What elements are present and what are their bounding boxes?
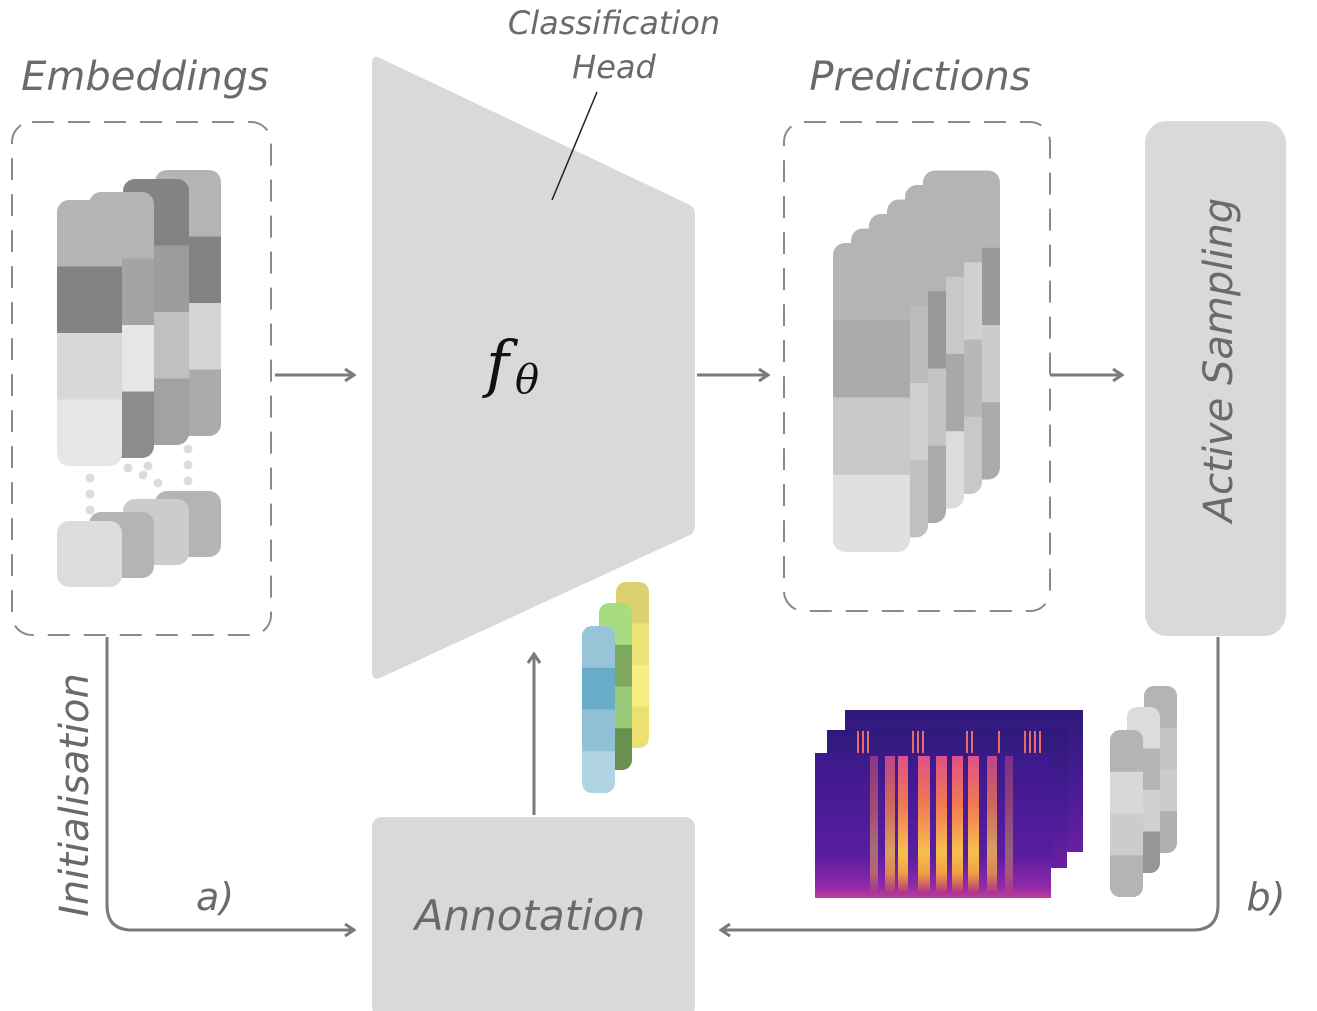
- labelled-embeddings-stack: [582, 582, 649, 793]
- embeddings-stack: [57, 170, 221, 587]
- sampled-column: [1110, 730, 1143, 897]
- spectrogram-tick: [922, 731, 924, 753]
- ellipsis-dot: [183, 460, 193, 470]
- spectrogram-band: [987, 756, 997, 894]
- sampled-embeddings-stack: [1110, 686, 1177, 897]
- spectrogram-tick: [917, 731, 919, 753]
- spectrogram-tick: [857, 731, 859, 753]
- prediction-column: [833, 243, 910, 552]
- step-b-label: b): [1247, 875, 1286, 919]
- active-sampling-block: [1145, 121, 1286, 636]
- segment: [57, 521, 122, 587]
- ellipsis-dot: [85, 473, 95, 483]
- spectrogram-tick: [1039, 731, 1041, 753]
- spectrogram-tick: [971, 731, 973, 753]
- ellipsis-dot: [183, 476, 193, 486]
- spectrogram-tick: [1024, 731, 1026, 753]
- spectrogram-tick: [998, 731, 1000, 753]
- classification-head-trapezoid: [372, 56, 695, 679]
- ellipsis-dot: [85, 489, 95, 499]
- ellipsis-dot: [123, 463, 133, 473]
- step-a-label: a): [196, 875, 234, 919]
- spectrogram-front: [815, 753, 1051, 898]
- arrow-sampling-to-annotation: [721, 637, 1220, 930]
- predictions-stack: [833, 170, 1000, 552]
- segment: [833, 243, 910, 321]
- segment: [57, 399, 122, 466]
- segment: [1110, 813, 1143, 856]
- label-column-blue: [582, 626, 615, 793]
- spectrogram-band: [918, 756, 930, 894]
- spectrogram-band: [952, 756, 963, 894]
- ellipsis-dot: [143, 461, 153, 471]
- segment: [582, 667, 615, 710]
- segment: [833, 474, 910, 552]
- spectrogram-band: [870, 756, 878, 894]
- spectrogram-band: [898, 756, 908, 894]
- spectrogram-tick: [867, 731, 869, 753]
- spectrogram-band: [968, 756, 979, 894]
- embeddings-label: Embeddings: [21, 54, 269, 100]
- segment: [57, 200, 122, 267]
- spectrogram-band: [936, 756, 947, 894]
- segment: [57, 266, 122, 334]
- classification-head-pointer: [551, 91, 598, 201]
- predictions-label: Predictions: [809, 54, 1030, 100]
- initialisation-label: Initialisation: [52, 673, 98, 917]
- segment: [1110, 771, 1143, 814]
- segment: [582, 626, 615, 669]
- spectrogram-tick: [966, 731, 968, 753]
- classification-head-label-line1: Classification: [508, 4, 720, 42]
- spectrogram-stack: [815, 710, 1083, 898]
- ellipsis-dot: [85, 505, 95, 515]
- segment: [833, 397, 910, 476]
- spectrogram-tick: [912, 731, 914, 753]
- annotation-block: [372, 817, 695, 1011]
- spectrogram-tick: [862, 731, 864, 753]
- segment: [57, 333, 122, 400]
- segment: [1110, 730, 1143, 773]
- segment: [1110, 855, 1143, 897]
- predictions-dashed-box: [783, 121, 1051, 612]
- spectrogram-tick: [1034, 731, 1036, 753]
- spectrogram-band: [1005, 756, 1013, 894]
- arrow-initialisation: [105, 637, 354, 930]
- classification-head-label-line2: Head: [572, 48, 656, 86]
- ellipsis-dot: [138, 470, 148, 480]
- segment: [582, 709, 615, 752]
- active-sampling-label: Active Sampling: [1196, 198, 1242, 525]
- ellipsis-dot: [183, 444, 193, 454]
- spectrogram-tick: [1029, 731, 1031, 753]
- embedding-column: [57, 200, 122, 466]
- annotation-label: Annotation: [412, 891, 645, 940]
- spectrogram-band: [885, 756, 895, 894]
- segment: [582, 751, 615, 793]
- embeddings-dashed-box: [11, 121, 272, 636]
- embedding-tile: [57, 521, 122, 587]
- ellipsis-dot: [153, 478, 163, 488]
- segment: [833, 320, 910, 398]
